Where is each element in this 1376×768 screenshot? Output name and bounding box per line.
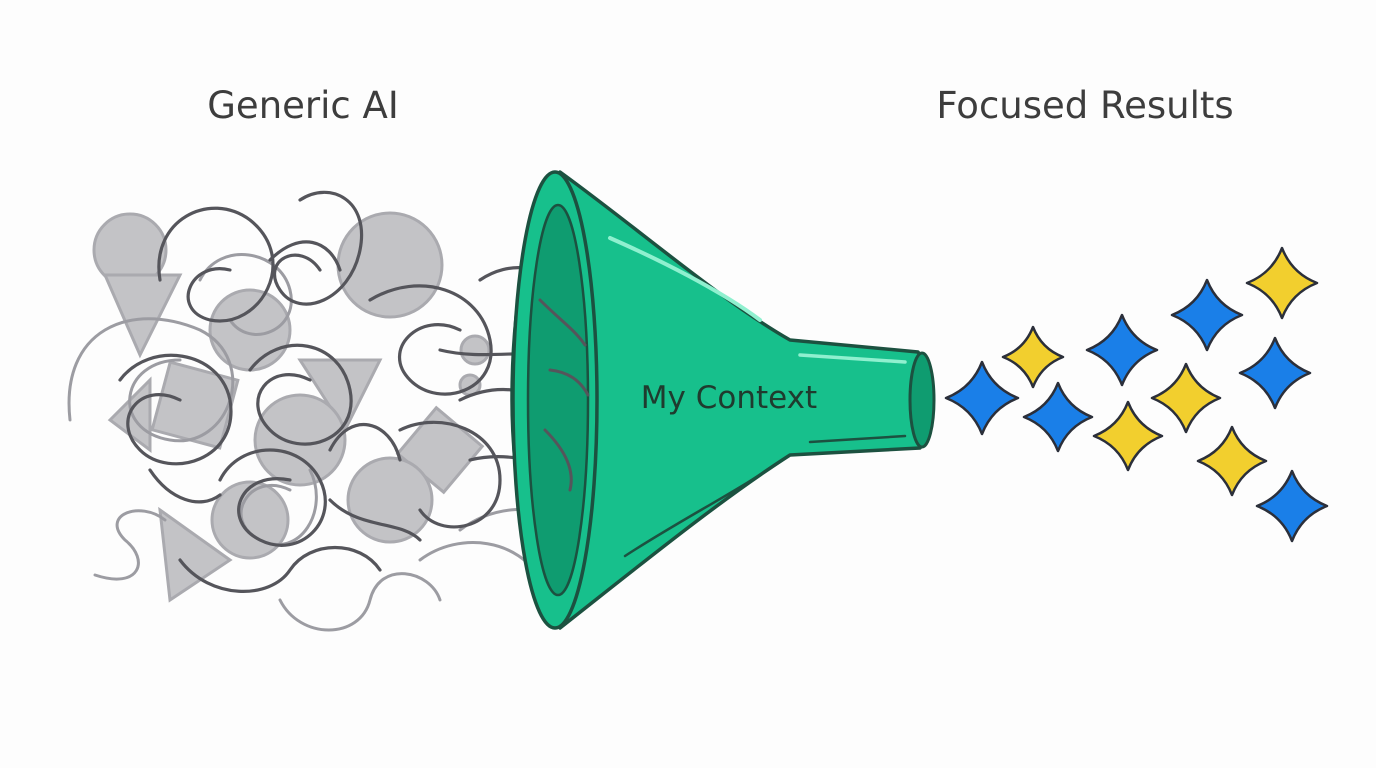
right-title: Focused Results [936, 84, 1233, 127]
scribble-line [198, 253, 293, 336]
scribble-line [218, 448, 327, 547]
funnel-highlight [608, 236, 762, 322]
chaos-shape [346, 456, 434, 544]
chaos-shape [336, 211, 444, 319]
scribble-line [538, 298, 587, 347]
dark-scribbles [118, 190, 577, 593]
scribble-line [248, 343, 353, 446]
scribble-line [178, 545, 382, 593]
tangled-scribble-icon [67, 190, 577, 632]
sparkle-star-icon [944, 246, 1329, 543]
funnel-highlight [798, 353, 907, 364]
left-title: Generic AI [207, 84, 398, 127]
chaos-shape [102, 273, 183, 359]
scribble-line [157, 206, 275, 323]
funnel-edge-line [623, 453, 792, 558]
scribble-line [148, 468, 222, 504]
funnel-icon: My Context [510, 170, 936, 630]
funnel-edge-line [808, 434, 907, 444]
chaos-shape [297, 358, 383, 434]
scribble-line [368, 284, 493, 396]
chaos-shape [210, 480, 290, 560]
yellow-star-icon [1092, 400, 1164, 472]
yellow-star-icon [1196, 425, 1268, 497]
blue-star-icon [1085, 313, 1159, 387]
yellow-star-icon [1150, 362, 1222, 434]
blue-star-icon [1238, 336, 1312, 410]
blue-star-icon [1170, 278, 1244, 352]
scribble-line [548, 368, 590, 397]
funnel-label: My Context [641, 380, 817, 416]
scribble-line [268, 240, 342, 272]
blue-star-icon [1255, 469, 1329, 543]
scribble-line [328, 422, 402, 462]
blue-star-icon [1022, 381, 1094, 453]
funnel-spout-end [908, 351, 936, 449]
chaos-shapes [92, 211, 491, 603]
entering-scribbles [538, 298, 590, 492]
scribble-line [67, 317, 235, 443]
chaos-shape [459, 334, 491, 366]
funnel-mouth-inner [526, 203, 590, 597]
scribble-line [278, 572, 442, 632]
scribble-line [118, 353, 233, 466]
scribble-line [543, 428, 573, 492]
chaos-shape [253, 393, 347, 487]
yellow-star-icon [1001, 325, 1065, 389]
blue-star-icon [944, 360, 1020, 436]
yellow-star-icon [1245, 246, 1319, 320]
scribble-line [398, 420, 502, 529]
scribble-line [328, 498, 422, 542]
chaos-shape [208, 288, 292, 372]
scribble-line [272, 190, 364, 306]
scribble-line [93, 509, 167, 581]
